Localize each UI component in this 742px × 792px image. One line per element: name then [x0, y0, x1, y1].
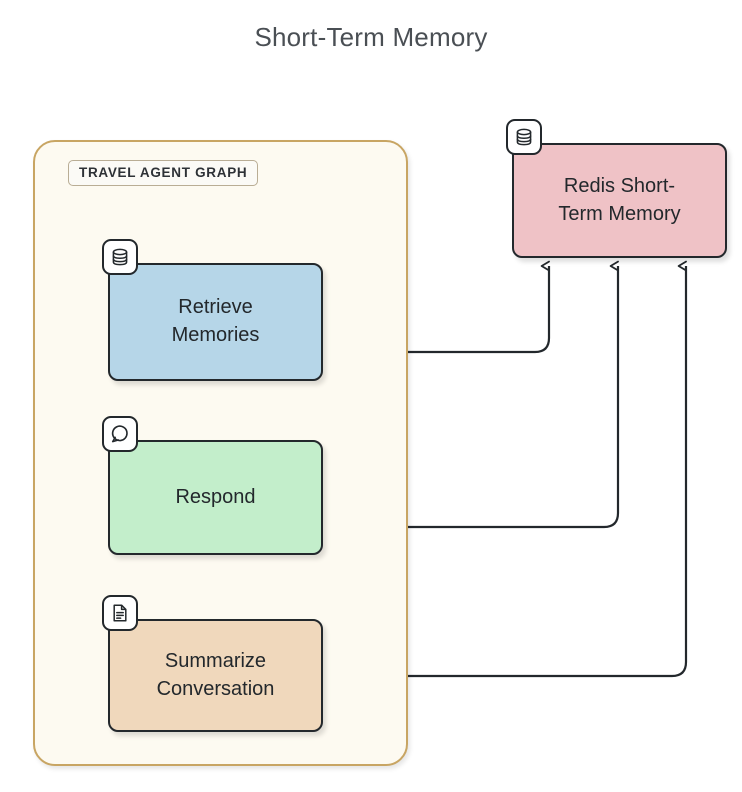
database-icon	[506, 119, 542, 155]
node-label: Redis Short- Term Memory	[558, 174, 681, 225]
node-summarize-conversation[interactable]: Summarize Conversation	[102, 595, 323, 732]
node-label: Retrieve Memories	[171, 296, 260, 346]
page-title: Short-Term Memory	[254, 22, 488, 52]
node-respond[interactable]: Respond	[102, 416, 323, 555]
node-label: Summarize Conversation	[156, 649, 275, 700]
chat-bubble-icon	[102, 416, 138, 452]
database-icon	[102, 239, 138, 275]
node-redis-short-term-memory[interactable]: Redis Short- Term Memory	[506, 119, 727, 258]
node-retrieve-memories[interactable]: Retrieve Memories	[102, 239, 323, 381]
edge-summarize-to-redis	[332, 266, 688, 676]
subgraph-label: TRAVEL AGENT GRAPH	[68, 160, 259, 186]
node-label: Respond	[175, 485, 256, 508]
document-icon	[102, 595, 138, 631]
